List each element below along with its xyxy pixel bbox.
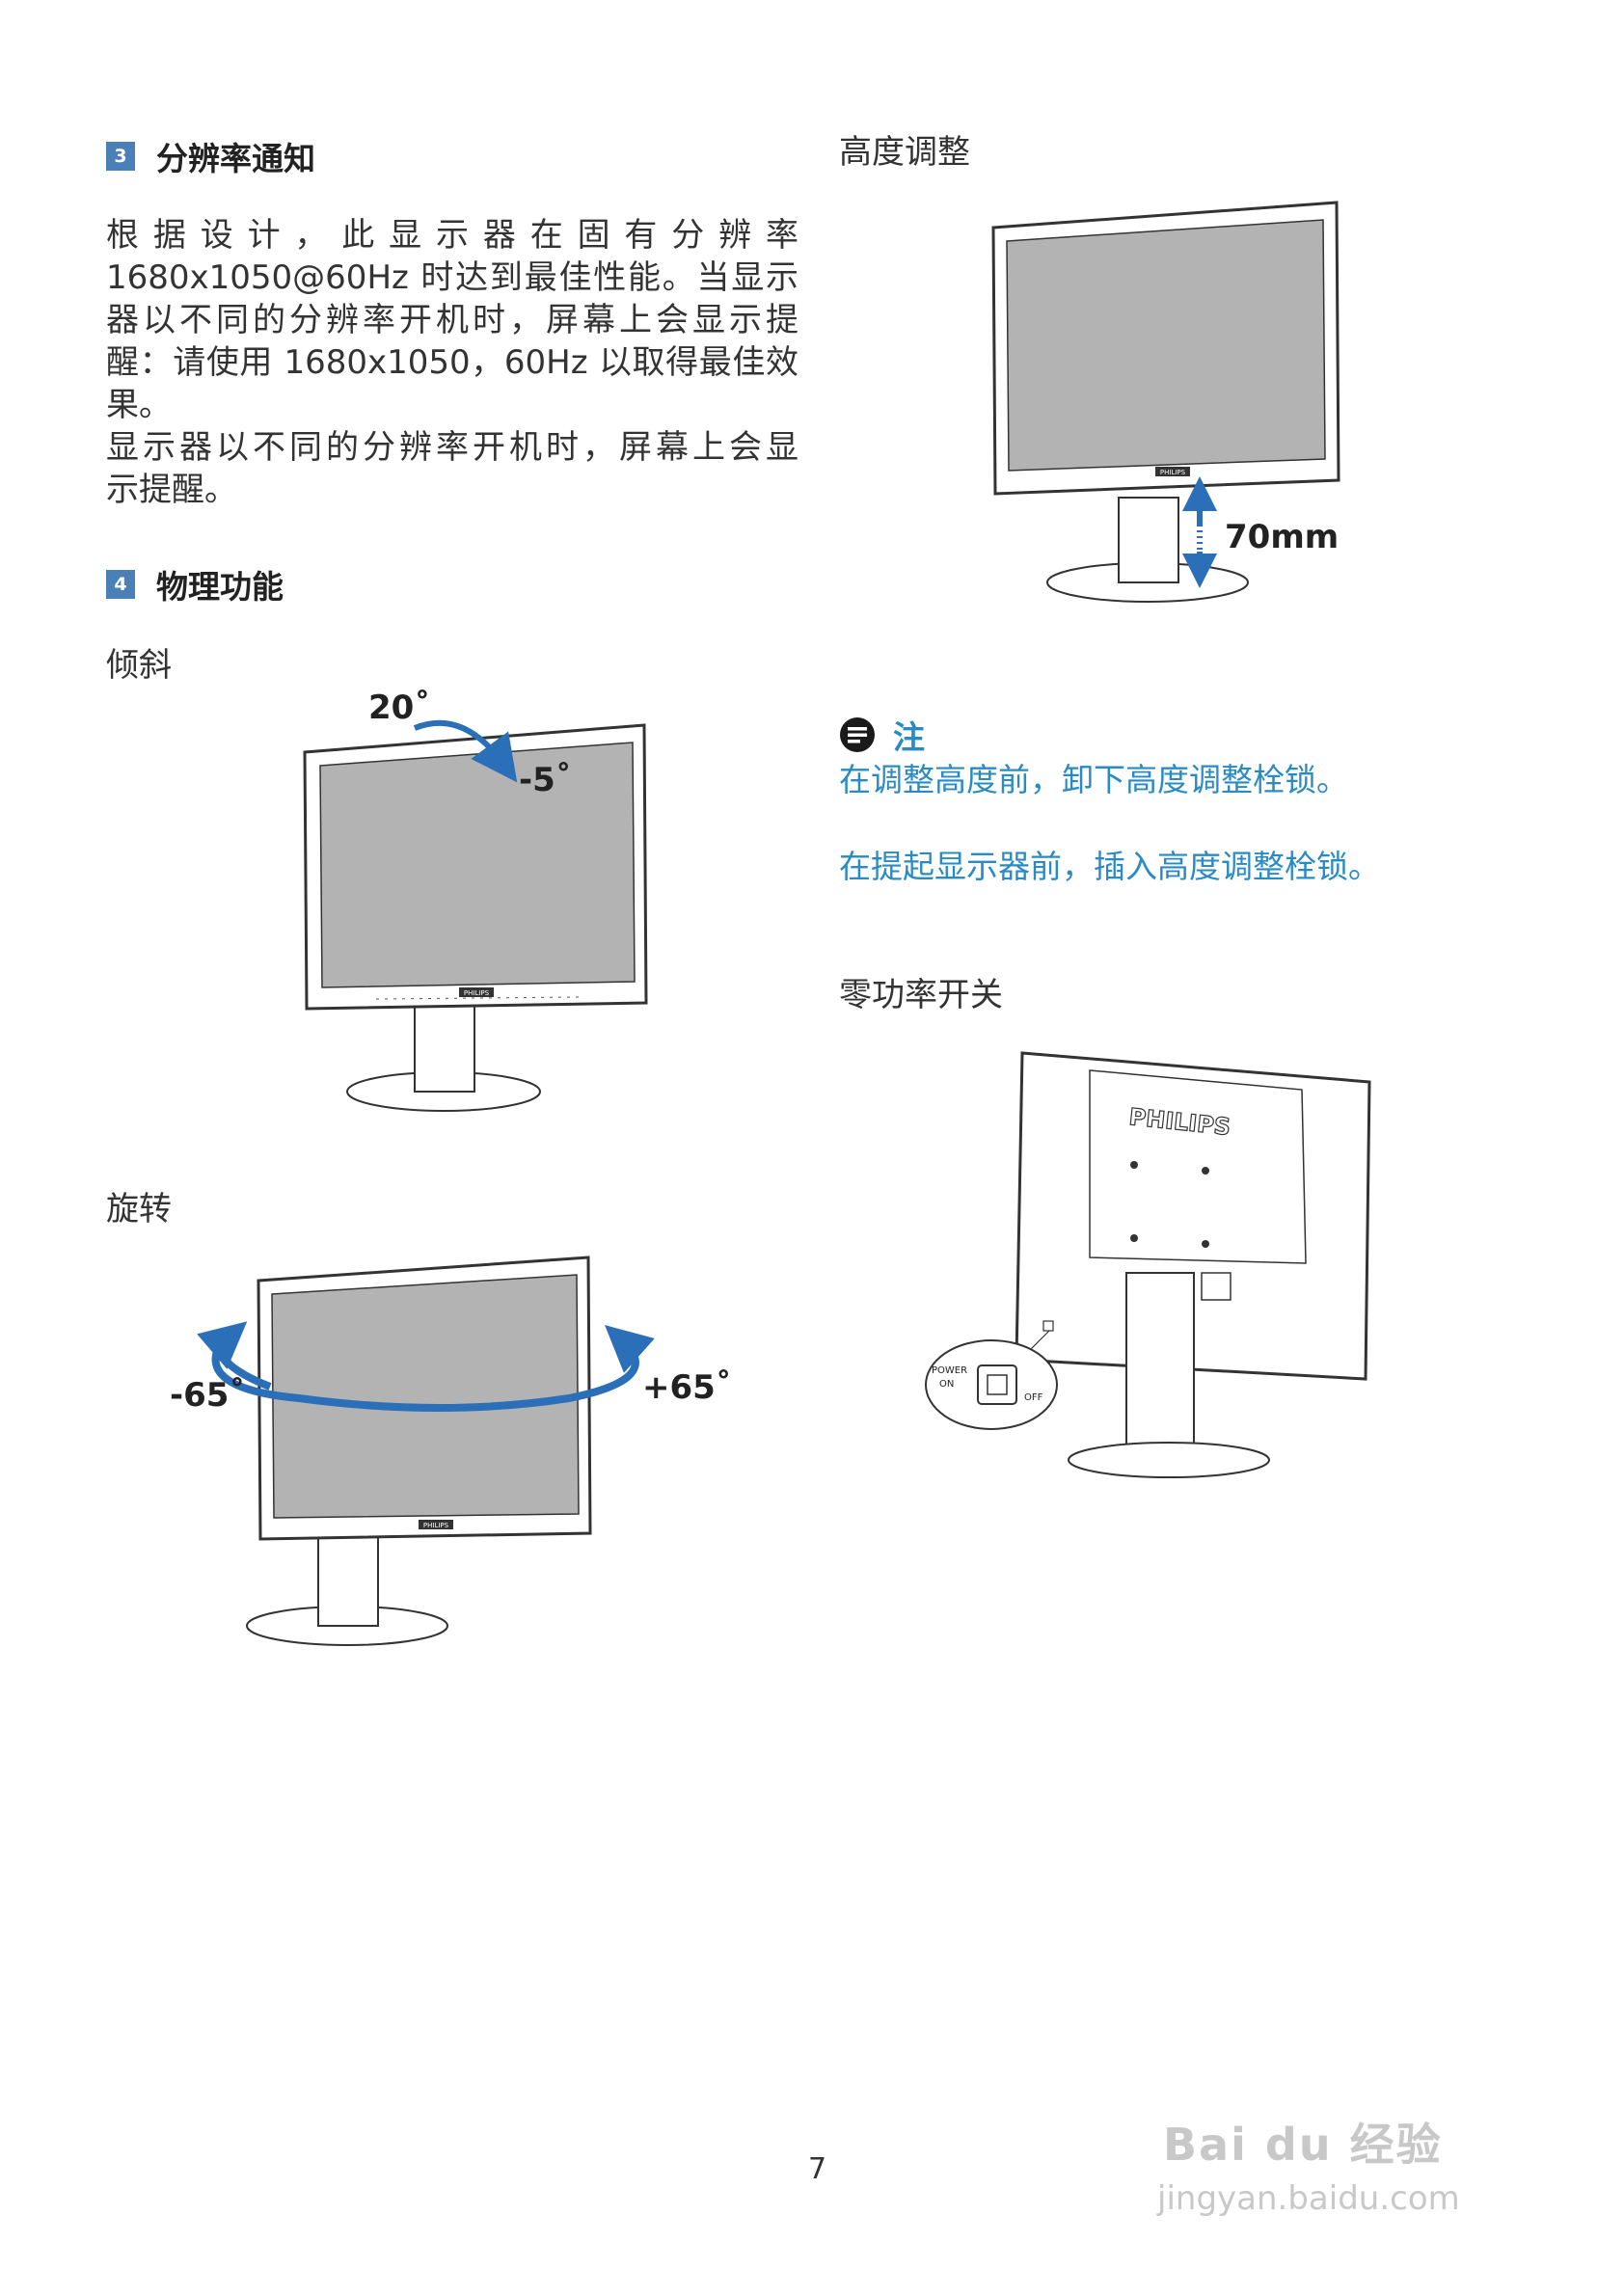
- note-icon: [840, 717, 875, 752]
- monitor-brand-mark: PHILIPS: [464, 989, 490, 997]
- tilt-monitor-drawing: PHILIPS 20˚ -5˚: [303, 689, 648, 1112]
- on-label: ON: [939, 1379, 954, 1390]
- tilt-angle-up: 20˚: [368, 689, 430, 727]
- swivel-label: 旋转: [106, 1190, 172, 1229]
- tilt-label: 倾斜: [106, 646, 172, 685]
- page-number: 7: [808, 2152, 827, 2186]
- swivel-angle-right: +65˚: [642, 1368, 732, 1407]
- paragraph-line: 醒：请使用 1680x1050，60Hz 以取得最佳效: [106, 343, 798, 382]
- paragraph-line: 1680x1050@60Hz 时达到最佳性能。当显示: [106, 258, 798, 297]
- height-adjust-label: 高度调整: [839, 133, 970, 172]
- watermark-url: jingyan.baidu.com: [1157, 2179, 1460, 2218]
- note-heading: 注: [839, 712, 925, 758]
- tilt-illustration: PHILIPS 20˚ -5˚: [289, 675, 675, 1119]
- paragraph-line: 根据设计，此显示器在固有分辨率: [106, 216, 798, 255]
- note-title: 注: [893, 718, 925, 756]
- power-label: POWER: [932, 1365, 967, 1376]
- power-switch-label: 零功率开关: [839, 976, 1003, 1014]
- monitor-brand-mark: PHILIPS: [1160, 469, 1186, 476]
- monitor-rear-drawing: PHILIPS POWER ON OFF: [925, 1051, 1371, 1478]
- note-line-2: 在提起显示器前，插入高度调整栓锁。: [839, 848, 1380, 885]
- note-line-1: 在调整高度前，卸下高度调整栓锁。: [839, 761, 1348, 798]
- section-title: 分辨率通知: [156, 140, 315, 177]
- resolution-notice-text: 根据设计，此显示器在固有分辨率 1680x1050@60Hz 时达到最佳性能。当…: [106, 214, 798, 511]
- swivel-illustration: PHILIPS -65˚ +65˚: [164, 1244, 743, 1668]
- tilt-angle-down: -5˚: [519, 761, 572, 799]
- watermark-logo: Bai du 经验: [1163, 2119, 1443, 2171]
- paragraph-line: 示提醒。: [106, 471, 237, 509]
- power-switch-illustration: PHILIPS POWER ON OFF: [916, 1041, 1379, 1485]
- paragraph-line: 果。: [106, 386, 172, 424]
- paragraph-line: 器以不同的分辨率开机时，屏幕上会显示提: [106, 301, 798, 339]
- height-illustration: PHILIPS 70mm: [984, 193, 1369, 608]
- section-4-heading: 4 物理功能: [106, 561, 284, 608]
- swivel-angle-left: -65˚: [170, 1376, 245, 1415]
- section-title: 物理功能: [156, 568, 284, 606]
- swivel-monitor-drawing: PHILIPS -65˚ +65˚: [170, 1256, 732, 1646]
- section-number-badge: 3: [106, 142, 135, 171]
- height-range-label: 70mm: [1225, 518, 1339, 556]
- monitor-brand-mark: PHILIPS: [423, 1522, 449, 1529]
- off-label: OFF: [1024, 1392, 1043, 1403]
- paragraph-line: 显示器以不同的分辨率开机时，屏幕上会显: [106, 428, 798, 467]
- section-number-badge: 4: [106, 570, 135, 599]
- height-monitor-drawing: PHILIPS 70mm: [991, 201, 1340, 603]
- section-3-heading: 3 分辨率通知: [106, 133, 315, 179]
